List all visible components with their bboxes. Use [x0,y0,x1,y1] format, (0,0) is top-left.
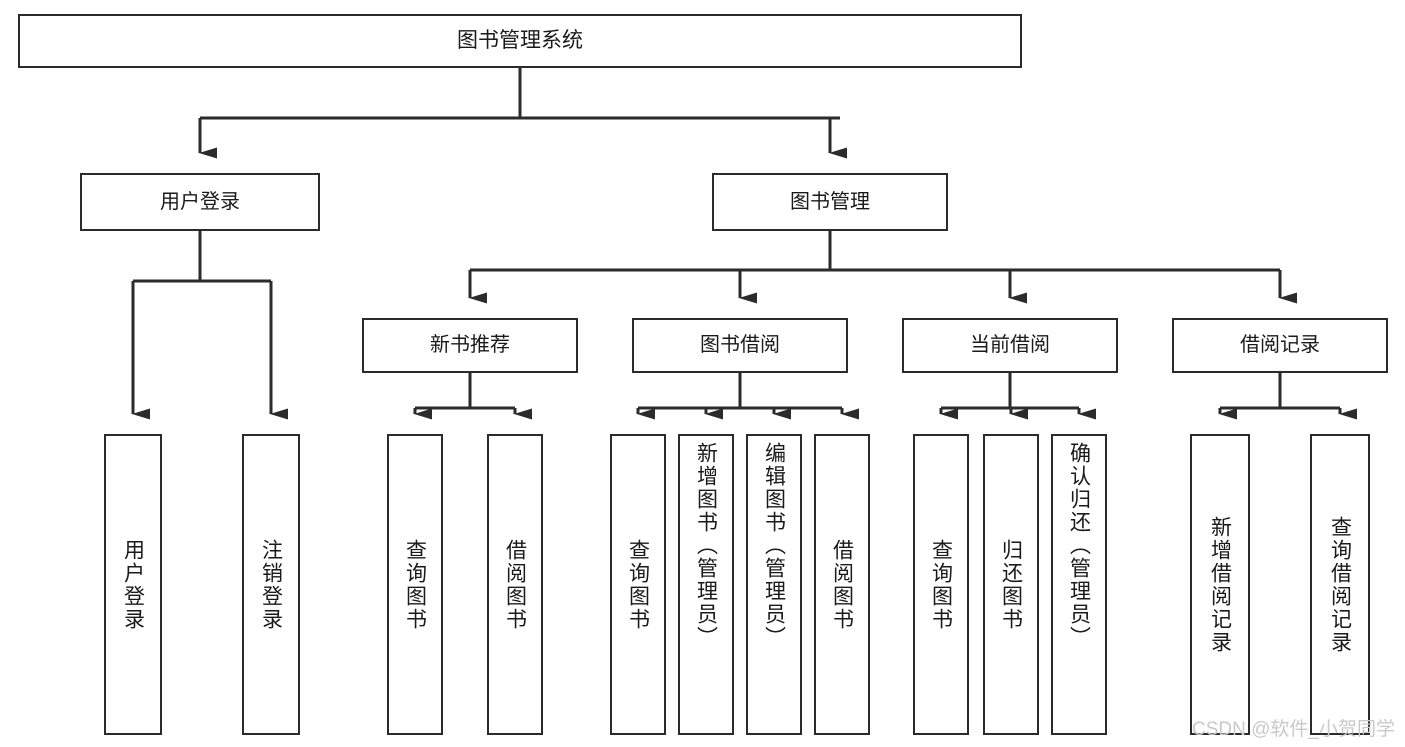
node-label: 当前借阅 [970,334,1050,357]
node-leaf-return-book[interactable]: 归还图书 [983,434,1039,735]
node-leaf-query-book-1[interactable]: 查询图书 [387,434,443,735]
node-leaf-borrow-book-2[interactable]: 借阅图书 [814,434,870,735]
node-leaf-borrow-book-1[interactable]: 借阅图书 [487,434,543,735]
node-leaf-query-book-2[interactable]: 查询图书 [610,434,666,735]
node-leaf-user-logout[interactable]: 注销登录 [242,434,300,735]
node-current-borrow[interactable]: 当前借阅 [902,318,1118,373]
node-label: 查询图书 [929,538,953,631]
node-label: 编辑图书（管理员） [762,442,786,649]
node-label: 图书管理 [790,190,870,213]
node-label: 用户登录 [160,190,240,213]
node-new-book-recommend[interactable]: 新书推荐 [362,318,578,373]
node-label: 确认归还（管理员） [1067,442,1091,649]
node-label: 新增图书（管理员） [694,442,718,649]
node-borrow-record[interactable]: 借阅记录 [1172,318,1388,373]
node-label: 查询借阅记录 [1328,515,1352,654]
node-label: 新增借阅记录 [1208,515,1232,654]
node-root[interactable]: 图书管理系统 [18,14,1022,68]
node-label: 归还图书 [999,538,1023,631]
node-leaf-confirm-return[interactable]: 确认归还（管理员） [1051,434,1107,735]
node-label: 查询图书 [403,538,427,631]
node-label: 查询图书 [626,538,650,631]
node-label: 图书借阅 [700,334,780,357]
node-label: 借阅记录 [1240,334,1320,357]
node-leaf-edit-book[interactable]: 编辑图书（管理员） [746,434,802,735]
node-label: 图书管理系统 [457,29,583,53]
node-book-manage[interactable]: 图书管理 [712,173,948,231]
node-label: 借阅图书 [830,538,854,631]
node-label: 用户登录 [121,538,145,631]
node-book-borrow[interactable]: 图书借阅 [632,318,848,373]
node-leaf-add-book[interactable]: 新增图书（管理员） [678,434,734,735]
node-leaf-user-login[interactable]: 用户登录 [104,434,162,735]
node-leaf-add-borrow-record[interactable]: 新增借阅记录 [1190,434,1250,735]
node-leaf-query-borrow-record[interactable]: 查询借阅记录 [1310,434,1370,735]
node-label: 新书推荐 [430,334,510,357]
node-label: 借阅图书 [503,538,527,631]
node-label: 注销登录 [259,538,283,631]
node-user-login[interactable]: 用户登录 [80,173,320,231]
node-leaf-query-book-3[interactable]: 查询图书 [913,434,969,735]
csdn-watermark: CSDN @软件_小贺同学 [1192,719,1395,740]
